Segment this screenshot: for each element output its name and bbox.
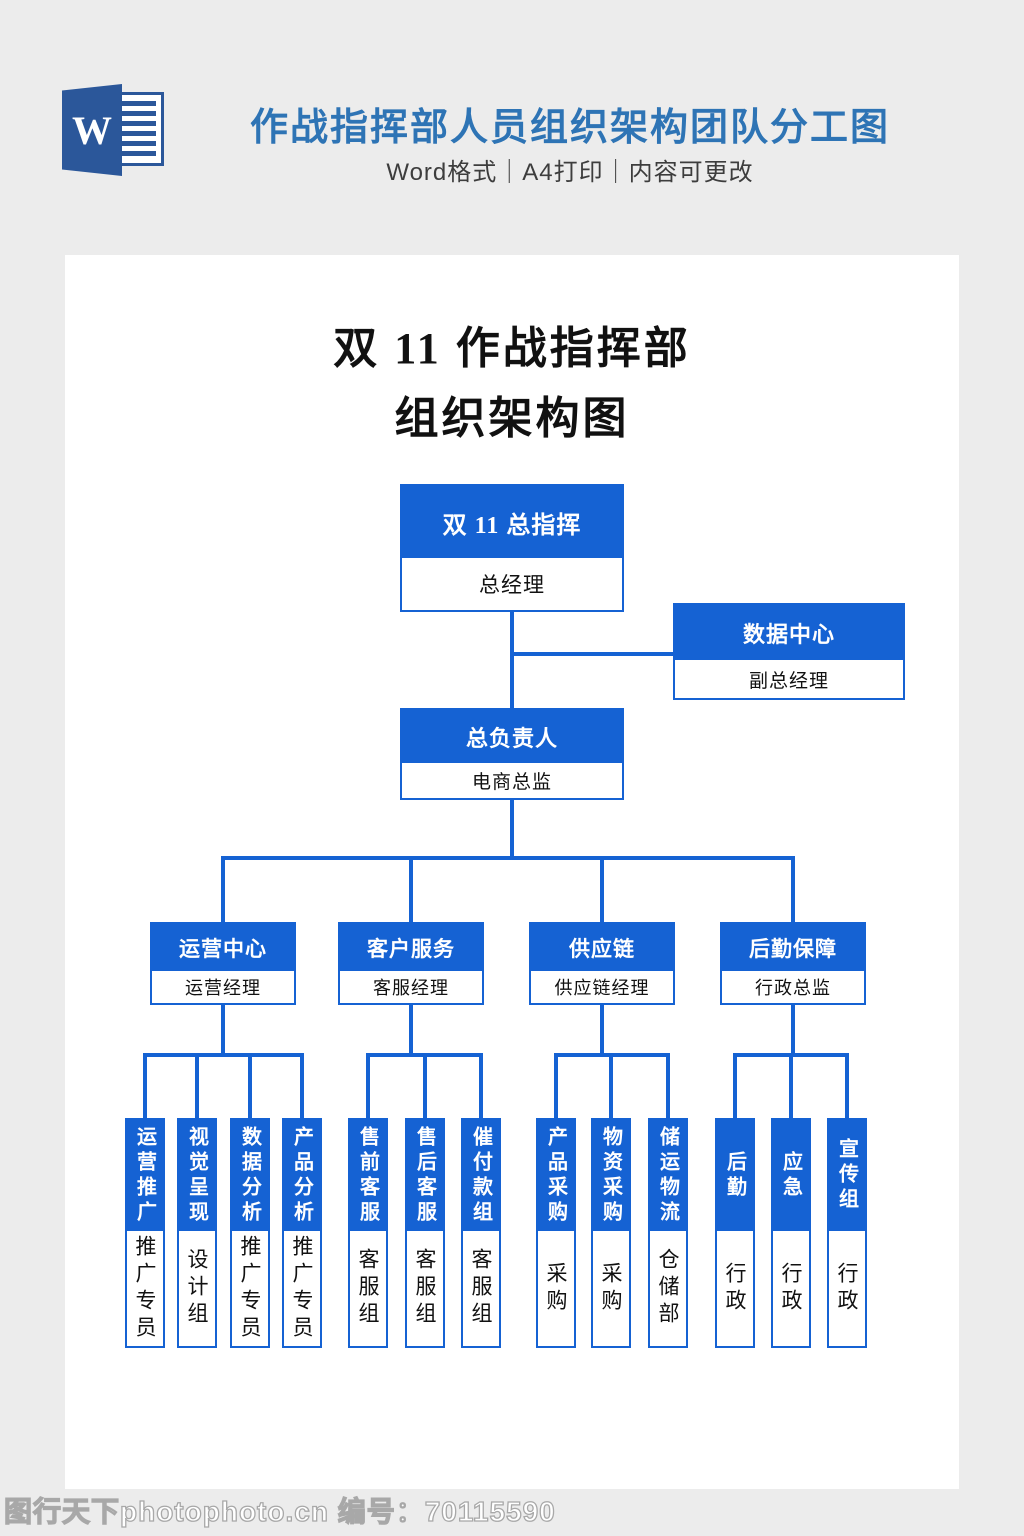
org-box-data-center: 数据中心 副总经理: [673, 603, 905, 700]
team-role: 采购: [593, 1231, 629, 1346]
org-box-team: 运营推广 推广专员: [125, 1118, 165, 1348]
connector-dept-0-down: [221, 1005, 225, 1055]
org-box-team: 产品采购 采购: [536, 1118, 576, 1348]
dept-title: 供应链: [531, 924, 673, 971]
connector-drop-team-0-2: [248, 1055, 252, 1118]
connector-drop-team-0-3: [300, 1055, 304, 1118]
team-title: 运营推广: [127, 1120, 163, 1231]
org-box-team: 产品分析 推广专员: [282, 1118, 322, 1348]
team-role: 推广专员: [284, 1231, 320, 1346]
document-title-line2: 组织架构图: [394, 394, 630, 443]
connector-drop-team-1-0: [366, 1055, 370, 1118]
team-title: 应急: [773, 1120, 809, 1231]
watermark-site-id: 图行天下photophoto.cn 编号：70115590: [3, 1495, 556, 1527]
team-title: 产品采购: [538, 1120, 574, 1231]
word-icon-text-lines: [121, 101, 156, 157]
connector-drop-team-3-2: [845, 1055, 849, 1118]
banner-subtitle: Word格式｜A4打印｜内容可更改: [386, 159, 754, 186]
org-box-team: 物资采购 采购: [591, 1118, 631, 1348]
team-role: 仓储部: [650, 1231, 686, 1346]
org-box-dept-customer-service: 客户服务 客服经理: [338, 922, 484, 1005]
org-box-team: 售后客服 客服组: [405, 1118, 445, 1348]
connector-dept-1-down: [409, 1005, 413, 1055]
org-box-team: 售前客服 客服组: [348, 1118, 388, 1348]
team-role: 行政: [773, 1231, 809, 1346]
connector-drop-team-2-1: [609, 1055, 613, 1118]
org-box-team: 数据分析 推广专员: [230, 1118, 270, 1348]
connector-dept-3-down: [791, 1005, 795, 1055]
team-role: 推广专员: [127, 1231, 163, 1346]
connector-drop-team-0-0: [143, 1055, 147, 1118]
org-box-team: 后勤 行政: [715, 1118, 755, 1348]
connector-lead-down: [510, 800, 514, 858]
team-role: 推广专员: [232, 1231, 268, 1346]
org-box-general-lead-title: 总负责人: [402, 710, 622, 763]
org-box-team: 宣传组 行政: [827, 1118, 867, 1348]
org-box-team: 视觉呈现 设计组: [177, 1118, 217, 1348]
org-box-data-center-role: 副总经理: [675, 660, 903, 698]
connector-dept-2-down: [600, 1005, 604, 1055]
connector-drop-dept-2: [600, 856, 604, 922]
team-title: 催付款组: [463, 1120, 499, 1231]
connector-drop-team-3-1: [789, 1055, 793, 1118]
connector-drop-team-1-2: [479, 1055, 483, 1118]
connector-branch-to-data-center: [512, 652, 673, 656]
team-title: 视觉呈现: [179, 1120, 215, 1231]
team-role: 客服组: [463, 1231, 499, 1346]
connector-root-to-lead: [510, 612, 514, 708]
connector-drop-dept-1: [409, 856, 413, 922]
team-title: 物资采购: [593, 1120, 629, 1231]
connector-drop-dept-3: [791, 856, 795, 922]
dept-role: 行政总监: [722, 971, 864, 1003]
word-icon-letter: W: [72, 107, 112, 153]
document-title-line1: 双 11 作战指挥部: [333, 324, 691, 373]
dept-title: 运营中心: [152, 924, 294, 971]
connector-drop-dept-0: [221, 856, 225, 922]
dept-role: 供应链经理: [531, 971, 673, 1003]
team-title: 售前客服: [350, 1120, 386, 1231]
word-icon-front-panel: W: [62, 84, 122, 176]
dept-title: 客户服务: [340, 924, 482, 971]
org-box-team: 催付款组 客服组: [461, 1118, 501, 1348]
org-box-data-center-title: 数据中心: [675, 605, 903, 660]
team-title: 售后客服: [407, 1120, 443, 1231]
org-box-dept-operations: 运营中心 运营经理: [150, 922, 296, 1005]
team-role: 设计组: [179, 1231, 215, 1346]
banner-title: 作战指挥部人员组织架构团队分工图: [249, 107, 890, 149]
dept-role: 客服经理: [340, 971, 482, 1003]
dept-title: 后勤保障: [722, 924, 864, 971]
connector-drop-team-0-1: [195, 1055, 199, 1118]
connector-drop-team-1-1: [423, 1055, 427, 1118]
team-role: 行政: [717, 1231, 753, 1346]
team-role: 客服组: [407, 1231, 443, 1346]
word-file-icon: W: [62, 84, 168, 176]
org-box-commander: 双 11 总指挥 总经理: [400, 484, 624, 612]
org-box-commander-title: 双 11 总指挥: [402, 486, 622, 558]
connector-drop-team-2-2: [666, 1055, 670, 1118]
team-title: 宣传组: [829, 1120, 865, 1231]
org-box-general-lead: 总负责人 电商总监: [400, 708, 624, 800]
org-box-dept-logistics-support: 后勤保障 行政总监: [720, 922, 866, 1005]
connector-drop-team-2-0: [554, 1055, 558, 1118]
team-title: 产品分析: [284, 1120, 320, 1231]
team-role: 行政: [829, 1231, 865, 1346]
connector-drop-team-3-0: [733, 1055, 737, 1118]
team-title: 后勤: [717, 1120, 753, 1231]
team-title: 数据分析: [232, 1120, 268, 1231]
team-title: 储运物流: [650, 1120, 686, 1231]
connector-teams-rail-0: [143, 1053, 304, 1057]
org-box-general-lead-role: 电商总监: [402, 763, 622, 798]
org-box-commander-role: 总经理: [402, 558, 622, 610]
org-box-dept-supply-chain: 供应链 供应链经理: [529, 922, 675, 1005]
word-icon-document-sheet: [114, 92, 164, 166]
team-role: 客服组: [350, 1231, 386, 1346]
org-box-team: 储运物流 仓储部: [648, 1118, 688, 1348]
org-box-team: 应急 行政: [771, 1118, 811, 1348]
connector-departments-rail: [221, 856, 795, 860]
dept-role: 运营经理: [152, 971, 294, 1003]
team-role: 采购: [538, 1231, 574, 1346]
